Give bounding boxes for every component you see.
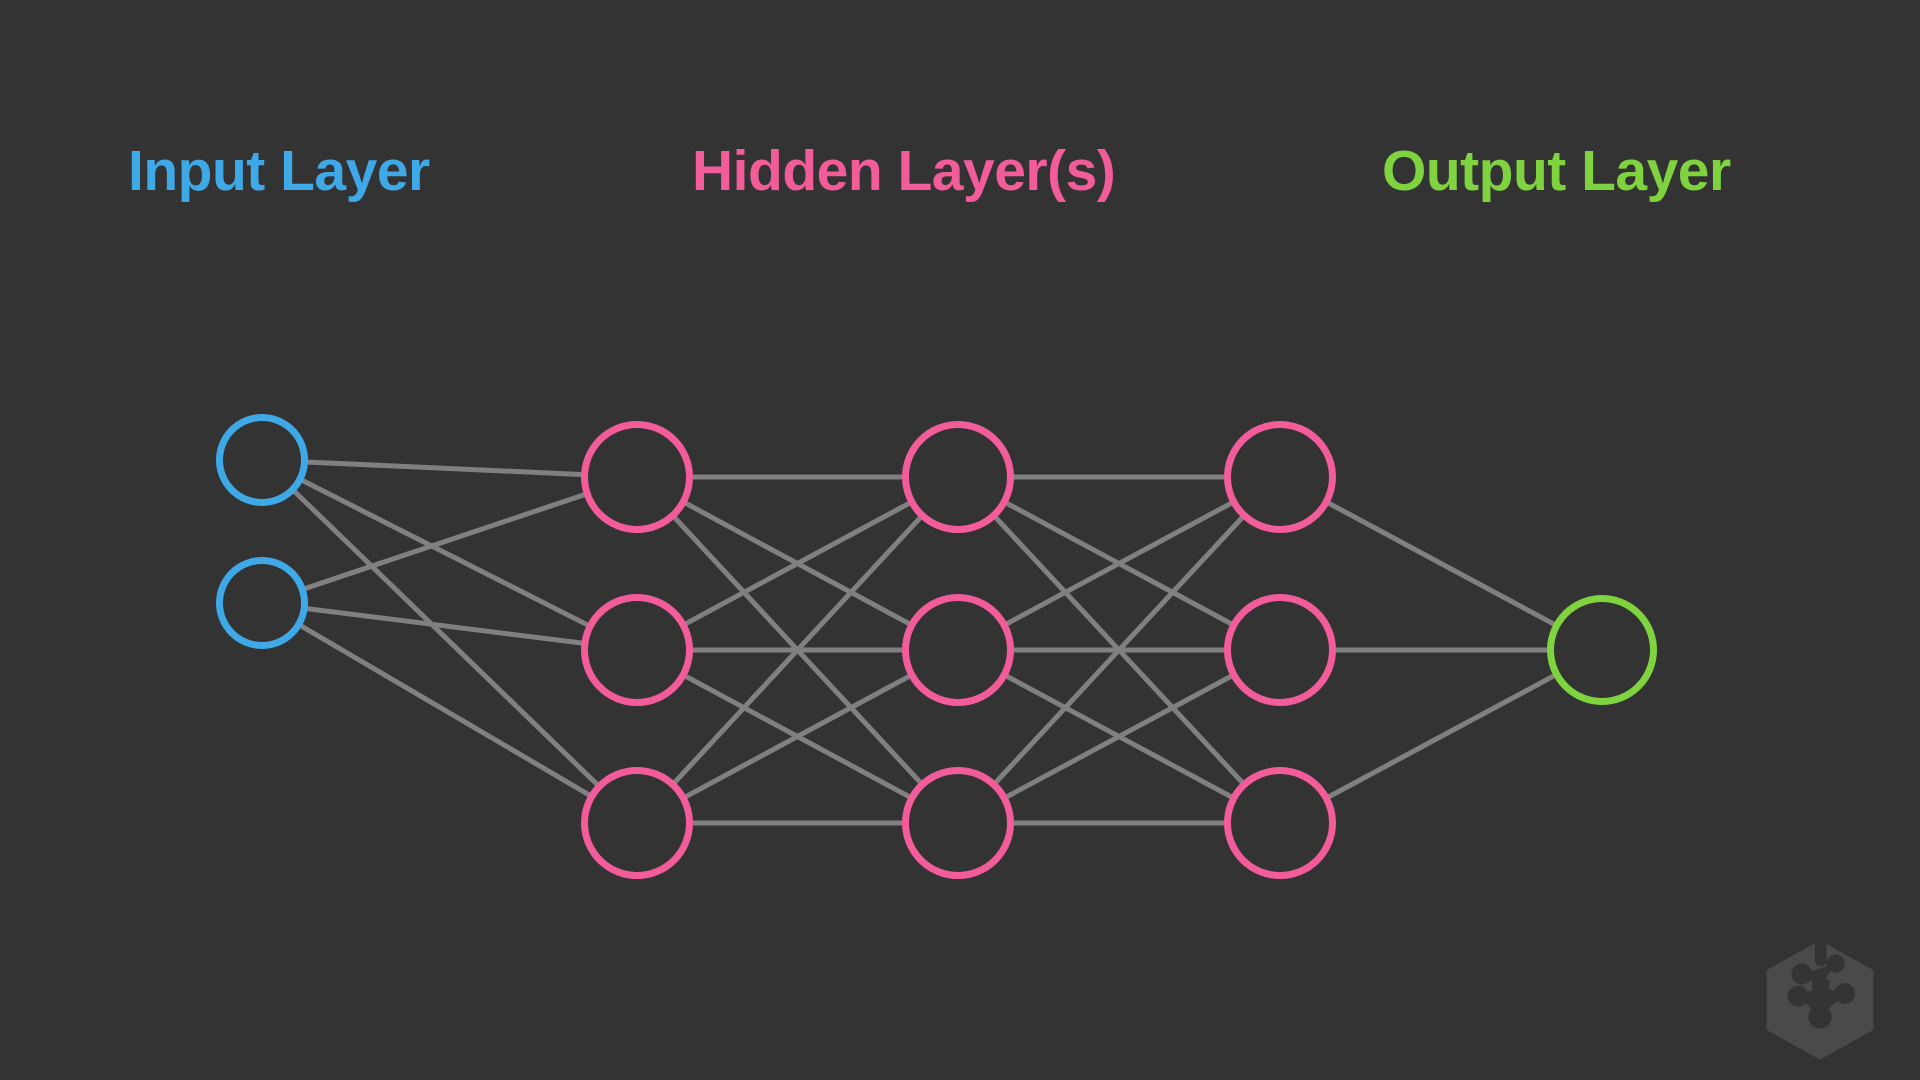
edges-group <box>292 459 1557 826</box>
connection-edge <box>299 623 592 798</box>
connection-edge <box>672 515 923 785</box>
connection-edge <box>305 459 584 477</box>
neuron-node-hidden1-2 <box>581 594 693 706</box>
connection-edge <box>292 489 600 787</box>
neuron-node-hidden2-1 <box>902 421 1014 533</box>
neuron-node-output-1 <box>1547 595 1657 705</box>
neuron-node-hidden1-1 <box>581 421 693 533</box>
connection-edge <box>303 492 587 591</box>
connection-edge <box>1004 501 1234 626</box>
connection-edge <box>993 515 1245 785</box>
connection-edge <box>1004 674 1234 799</box>
neuron-node-hidden3-3 <box>1224 767 1336 879</box>
connection-edge <box>683 674 912 799</box>
connection-edge <box>1326 501 1557 627</box>
neuron-node-input-2 <box>216 557 308 649</box>
site-watermark-logo <box>1766 937 1874 1060</box>
neuron-node-hidden2-2 <box>902 594 1014 706</box>
neuron-node-hidden2-3 <box>902 767 1014 879</box>
connection-edge <box>305 606 584 646</box>
neuron-node-hidden3-1 <box>1224 421 1336 533</box>
branching-neuron-glyph <box>1787 937 1856 1029</box>
connection-edge <box>683 501 912 626</box>
connection-edge <box>1326 673 1557 799</box>
neuron-node-hidden1-3 <box>581 767 693 879</box>
neuron-node-input-1 <box>216 414 308 506</box>
nodes-group <box>216 414 1657 879</box>
neuron-node-hidden3-2 <box>1224 594 1336 706</box>
connection-edge <box>300 478 590 628</box>
